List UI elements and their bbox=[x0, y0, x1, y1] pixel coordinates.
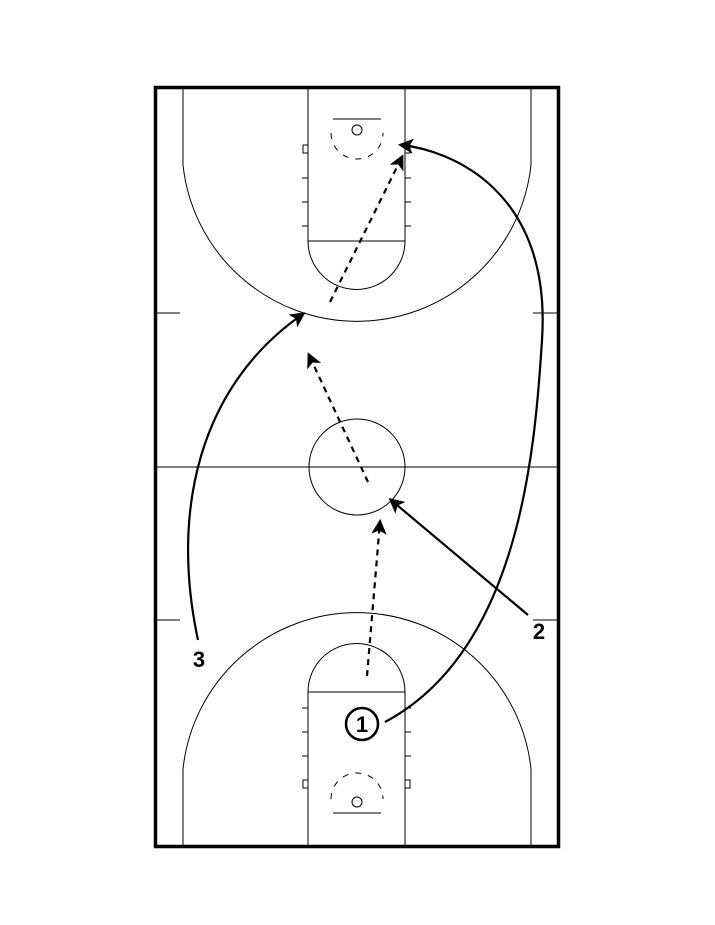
hoop-bottom bbox=[351, 796, 363, 808]
free-throw-circle-bottom bbox=[307, 643, 406, 693]
player-label-2: 2 bbox=[533, 619, 545, 644]
player-1-marker: 1 bbox=[344, 706, 380, 742]
restricted-area-bottom bbox=[330, 772, 384, 800]
free-throw-circle-top bbox=[307, 240, 406, 290]
player-label-3: 3 bbox=[193, 647, 205, 672]
three-point-line-bottom bbox=[182, 612, 532, 846]
lane-top bbox=[307, 88, 406, 242]
top-half-court bbox=[182, 88, 532, 322]
bottom-half-court bbox=[182, 612, 532, 846]
block-mark bbox=[302, 779, 309, 789]
cut-arrow-player-1 bbox=[384, 138, 544, 723]
cut-arrow-player-3 bbox=[187, 312, 306, 641]
ball-handler-circle bbox=[344, 706, 380, 742]
player-label-1: 1 bbox=[356, 712, 368, 737]
block-mark bbox=[302, 144, 309, 154]
lane-bottom bbox=[307, 691, 406, 846]
pass-arrow-3-to-1 bbox=[329, 154, 404, 303]
hoop-top bbox=[351, 124, 363, 136]
pass-arrow-2-to-3 bbox=[307, 352, 369, 483]
three-point-line-top bbox=[182, 88, 532, 322]
center-circle bbox=[308, 418, 406, 516]
cut-arrow-player-2 bbox=[388, 498, 529, 616]
restricted-area-top bbox=[330, 132, 384, 160]
pass-arrow-1-to-2 bbox=[365, 518, 387, 677]
block-mark bbox=[404, 779, 411, 789]
